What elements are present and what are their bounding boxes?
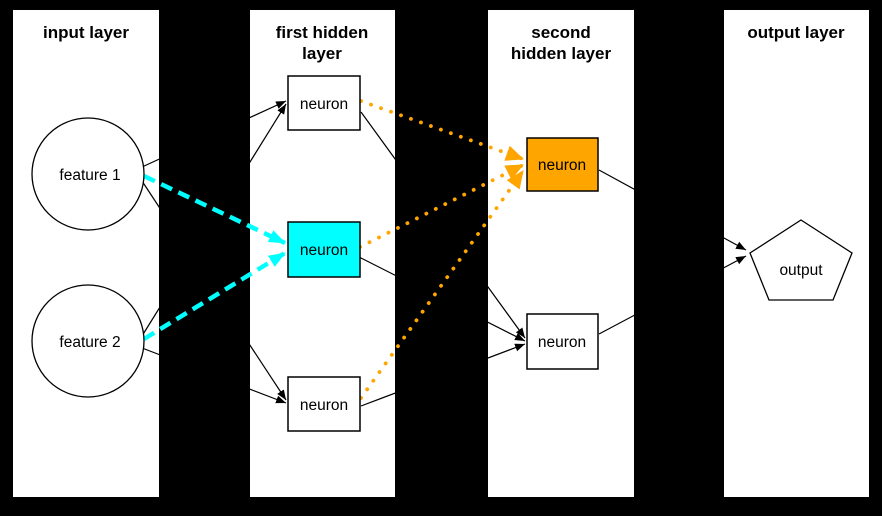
output-label: output [779, 262, 823, 279]
feature-2-node [31, 284, 145, 398]
edge-feature2-to-h1top [141, 103, 287, 337]
h1-bottom-neuron-node [287, 376, 361, 432]
h1-middle-neuron-node [287, 221, 361, 278]
edge-h1bottom-to-h2top [359, 169, 525, 400]
second-hidden-layer-title: second [531, 23, 591, 42]
h2-bottom-neuron-label: neuron [538, 334, 586, 351]
edge-feature2-to-h1bottom [141, 347, 287, 404]
edge-feature1-to-h1mid [143, 173, 286, 246]
first-hidden-layer-title: first hidden [276, 23, 369, 42]
input-layer-title: input layer [43, 23, 129, 42]
input-layer-panel [13, 10, 159, 497]
edges [141, 99, 747, 407]
edge-feature1-to-h1top [141, 100, 287, 168]
edge-h1top-to-h2bottom [360, 111, 526, 339]
h2-top-neuron-label: neuron [538, 157, 586, 174]
feature-2-label: feature 2 [59, 334, 120, 351]
feature-1-label: feature 1 [59, 167, 120, 184]
h1-top-neuron-node [287, 75, 361, 131]
edge-h1mid-to-h2top [358, 163, 525, 249]
h1-bottom-neuron-label: neuron [300, 397, 348, 414]
h2-top-neuron-node [526, 137, 599, 192]
node-labels: feature 1 feature 2 neuron neuron neuron… [59, 96, 823, 414]
edge-h1bottom-to-h2bottom [360, 343, 526, 407]
h1-top-neuron-label: neuron [300, 96, 348, 113]
second-hidden-layer-panel [488, 10, 634, 497]
edge-feature2-to-h1mid [142, 251, 287, 341]
edge-h1mid-to-h2bottom [358, 256, 526, 342]
output-pentagon-node [749, 219, 853, 301]
feature-1-node [31, 117, 145, 231]
edge-feature1-to-h1bottom [141, 180, 287, 401]
h1-middle-neuron-label: neuron [300, 242, 348, 259]
output-layer-title: output layer [747, 23, 845, 42]
edge-h2top-to-output [598, 169, 747, 251]
first-hidden-layer-title-2: layer [302, 44, 342, 63]
second-hidden-layer-title-2: hidden layer [511, 44, 612, 63]
nodes [31, 75, 853, 432]
h2-bottom-neuron-node [526, 313, 599, 370]
edge-h1top-to-h2top [359, 99, 525, 161]
edge-h2bottom-to-output [598, 255, 747, 335]
layer-titles: input layer first hidden layer second hi… [43, 23, 845, 63]
